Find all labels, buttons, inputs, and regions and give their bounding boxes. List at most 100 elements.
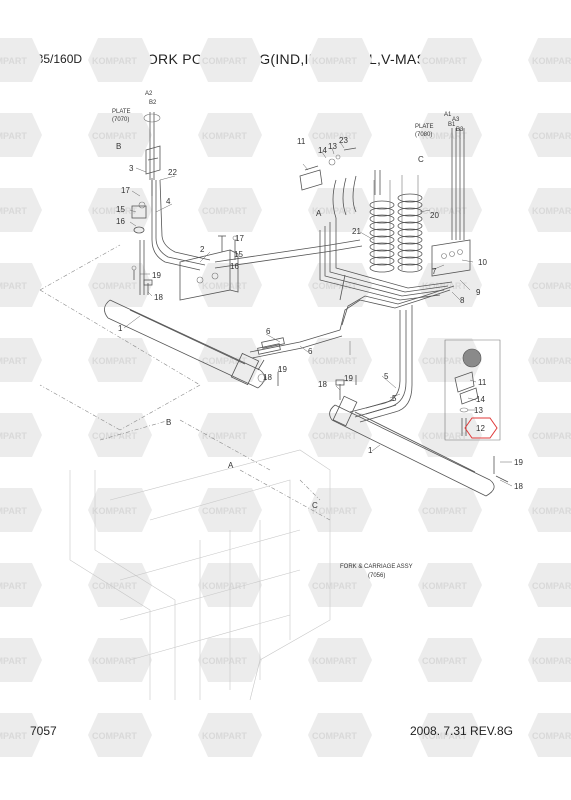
watermark-text: KOMPART xyxy=(0,131,27,141)
coil-loop xyxy=(397,263,423,273)
watermark-tile: KOMPART xyxy=(418,563,482,607)
watermark-text: KOMPART xyxy=(202,731,247,741)
watermark-text: COMPART xyxy=(0,506,27,516)
plate-7070-code: (7070) xyxy=(112,117,129,123)
watermark-text: COMPART xyxy=(312,581,357,591)
plate-7070 xyxy=(143,112,161,180)
watermark-tile: KOMPART xyxy=(528,38,571,82)
reference-letters: B C A B A C xyxy=(116,142,424,510)
watermark-tile: KOMPART xyxy=(198,713,262,757)
watermark-text: KOMPART xyxy=(92,356,137,366)
model-number: 135/160D xyxy=(30,52,83,66)
watermark-tile: COMPART xyxy=(0,38,42,82)
watermark-text: COMPART xyxy=(312,431,357,441)
watermark-tile: COMPART xyxy=(88,713,152,757)
watermark-tile: KOMPART xyxy=(528,488,571,532)
watermark-text: KOMPART xyxy=(202,131,247,141)
watermark-text: KOMPART xyxy=(532,506,571,516)
plate-7080-port-a3: A3 xyxy=(452,117,460,123)
watermark-tile: KOMPART xyxy=(0,563,42,607)
watermark-text: KOMPART xyxy=(312,656,357,666)
watermark-tile: COMPART xyxy=(88,413,152,457)
watermark-tile: COMPART xyxy=(528,713,571,757)
watermark-tile: COMPART xyxy=(0,638,42,682)
watermark-text: COMPART xyxy=(0,56,27,66)
watermark-text: KOMPART xyxy=(92,506,137,516)
watermark-text: COMPART xyxy=(202,506,247,516)
callout-1b: 1 xyxy=(368,446,373,455)
ref-c-top: C xyxy=(418,155,424,164)
watermark-tile: KOMPART xyxy=(418,713,482,757)
watermark-text: KOMPART xyxy=(532,656,571,666)
watermark-text: COMPART xyxy=(202,656,247,666)
callout-3: 3 xyxy=(129,164,134,173)
watermark-tile: COMPART xyxy=(528,563,571,607)
callout-19a: 19 xyxy=(152,271,161,280)
callout-6b: 6 xyxy=(308,347,313,356)
watermark-tile: KOMPART xyxy=(198,113,262,157)
watermark-text: KOMPART xyxy=(312,506,357,516)
callout-16b: 16 xyxy=(230,262,239,271)
watermark-text: COMPART xyxy=(202,356,247,366)
watermark-tile: COMPART xyxy=(418,638,482,682)
coil-loop xyxy=(397,214,423,224)
assy-note: FORK & CARRIAGE ASSY (7056) xyxy=(340,564,413,579)
assy-note-line2: (7056) xyxy=(368,573,385,579)
watermark-text: KOMPART xyxy=(532,56,571,66)
ref-a-bottom: A xyxy=(228,461,234,470)
watermark-tile: KOMPART xyxy=(88,338,152,382)
ref-a-top: A xyxy=(316,209,322,218)
watermark-tile: COMPART xyxy=(418,38,482,82)
watermark-tile: KOMPART xyxy=(418,413,482,457)
callout-18a: 18 xyxy=(154,293,163,302)
ref-b-bottom: B xyxy=(166,418,171,427)
watermark-text: KOMPART xyxy=(532,356,571,366)
callout-15b: 15 xyxy=(234,250,243,259)
watermark-tile: KOMPART xyxy=(308,188,372,232)
valve-block xyxy=(179,235,239,301)
watermark-tile: KOMPART xyxy=(0,713,42,757)
hose-6 xyxy=(249,329,343,359)
callout-5a: 5 xyxy=(384,372,389,381)
callout-13b: 13 xyxy=(474,406,483,415)
watermark-tile: KOMPART xyxy=(308,338,372,382)
watermark-tile: KOMPART xyxy=(528,188,571,232)
coil-loop xyxy=(369,235,395,245)
coil-hoses xyxy=(369,175,423,273)
watermark-tile: COMPART xyxy=(308,413,372,457)
coil-loop xyxy=(369,207,395,217)
callout-16a: 16 xyxy=(116,217,125,226)
watermark-tile: COMPART xyxy=(198,488,262,532)
coil-loop xyxy=(397,207,423,217)
callout-6a: 6 xyxy=(266,327,271,336)
watermark-text: COMPART xyxy=(312,131,357,141)
watermark-tile: COMPART xyxy=(198,338,262,382)
watermark-text: COMPART xyxy=(312,281,357,291)
watermark-text: KOMPART xyxy=(202,431,247,441)
coil-loop xyxy=(369,221,395,231)
watermark-tile: COMPART xyxy=(308,563,372,607)
watermark-tile: COMPART xyxy=(528,263,571,307)
watermark-text: KOMPART xyxy=(0,731,27,741)
watermark-text: KOMPART xyxy=(0,581,27,591)
watermark-text: KOMPART xyxy=(92,206,137,216)
main-piping xyxy=(214,170,455,423)
watermark-text: KOMPART xyxy=(422,281,467,291)
watermark-tile: KOMPART xyxy=(528,338,571,382)
assy-note-line1: FORK & CARRIAGE ASSY xyxy=(340,564,413,570)
ref-b-top: B xyxy=(116,142,121,151)
cylinder-right xyxy=(329,395,495,497)
watermark-text: COMPART xyxy=(422,206,467,216)
watermark-text: KOMPART xyxy=(422,731,467,741)
coil-loop xyxy=(369,263,395,273)
watermark-text: COMPART xyxy=(532,731,571,741)
coil-loop xyxy=(369,228,395,238)
plate-7080-code: (7080) xyxy=(415,132,432,138)
watermark-tile: COMPART xyxy=(308,113,372,157)
callout-8: 8 xyxy=(460,296,465,305)
callout-20: 20 xyxy=(430,211,439,220)
watermark-tile: KOMPART xyxy=(308,488,372,532)
watermark-tile: COMPART xyxy=(0,188,42,232)
watermark-tile: KOMPART xyxy=(88,488,152,532)
callout-10: 10 xyxy=(478,258,487,267)
